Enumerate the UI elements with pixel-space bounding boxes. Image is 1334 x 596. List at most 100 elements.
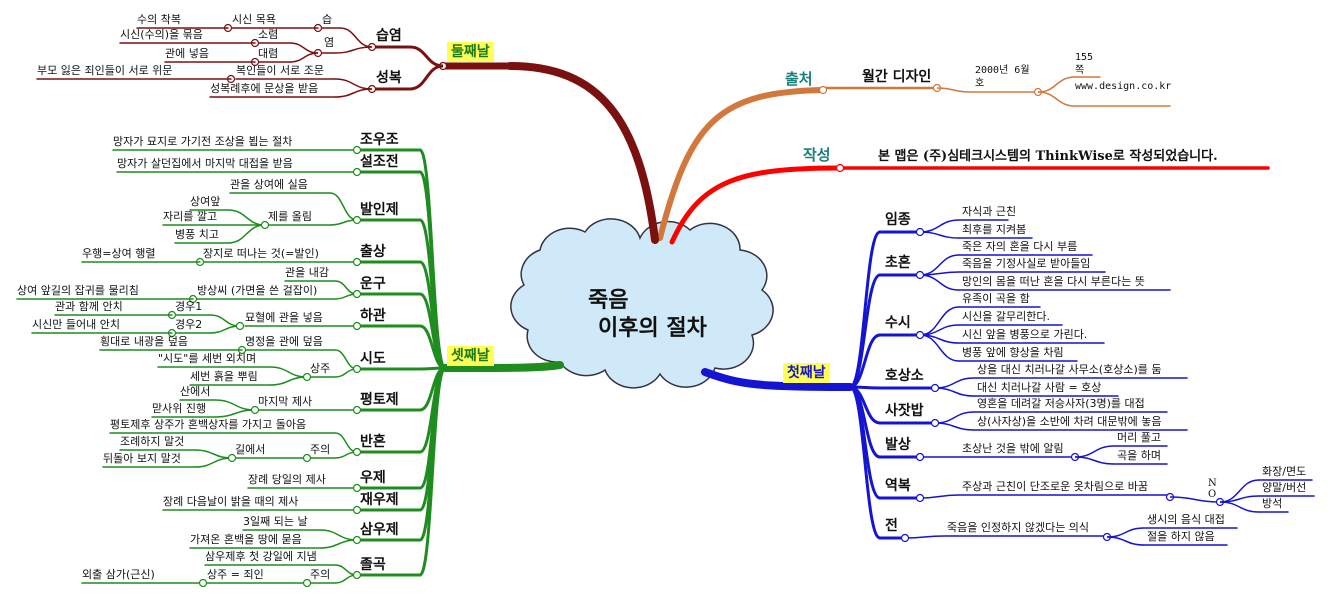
day1-label[interactable]: 첫째날 <box>783 363 830 383</box>
topic-label[interactable]: 졸곡 <box>360 557 386 573</box>
node-label[interactable]: 절을 하지 않음 <box>1147 530 1215 543</box>
node-label[interactable]: 염 <box>324 36 335 49</box>
node-label[interactable]: 수의 착복 <box>137 13 181 26</box>
node-label[interactable]: 병풍 치고 <box>175 228 219 241</box>
topic-label[interactable]: 평토제 <box>360 392 399 408</box>
node-label[interactable]: 부모 잃은 죄인들이 서로 위문 <box>37 64 173 77</box>
author-note[interactable]: 본 맵은 (주)심테크시스템의 ThinkWise로 작성되었습니다. <box>878 149 1218 164</box>
node-label[interactable]: 상주 = 죄인 <box>207 568 264 581</box>
topic-label[interactable]: 시도 <box>360 351 386 367</box>
node-label[interactable]: 경우2 <box>175 318 203 331</box>
day3-label[interactable]: 셋째날 <box>447 346 494 366</box>
node-label[interactable]: 망인의 몸을 떠난 혼을 다시 부른다는 뜻 <box>962 275 1145 288</box>
node-label[interactable]: 평토제후 상주가 혼백상자를 가지고 돌아옴 <box>110 418 307 431</box>
node-label[interactable]: 초상난 것을 밖에 알림 <box>962 442 1064 455</box>
node-label[interactable]: 삼우제후 첫 강일에 지냄 <box>205 550 317 563</box>
source-issue[interactable]: 2000년 6월 호 <box>975 65 1030 89</box>
topic-label[interactable]: 초혼 <box>885 255 911 271</box>
node-label[interactable]: 시신 목욕 <box>232 13 276 26</box>
topic-label[interactable]: 습염 <box>376 28 402 44</box>
node-label[interactable]: 시신을 갈무리한다. <box>962 310 1050 323</box>
node-label[interactable]: 길에서 <box>235 443 266 456</box>
node-label[interactable]: 가져온 혼백을 땅에 묻음 <box>190 533 302 546</box>
topic-label[interactable]: 하관 <box>360 308 386 324</box>
topic-label[interactable]: 전 <box>885 518 898 534</box>
topic-label[interactable]: 호상소 <box>885 368 924 384</box>
node-label[interactable]: 소렴 <box>258 28 279 41</box>
node-label[interactable]: 대신 치러나갈 사람 = 호상 <box>977 381 1102 394</box>
node-label[interactable]: 상여 앞길의 잡귀를 물리침 <box>17 284 139 297</box>
node-label[interactable]: 방석 <box>1262 497 1283 510</box>
node-label[interactable]: 복인들이 서로 조문 <box>236 64 324 77</box>
node-label[interactable]: 관에 넣음 <box>165 47 209 60</box>
topic-label[interactable]: 조우조 <box>360 132 399 148</box>
node-label[interactable]: 최후를 지켜봄 <box>962 223 1027 236</box>
topic-label[interactable]: 역복 <box>885 478 911 494</box>
topic-label[interactable]: 성복 <box>376 70 402 86</box>
day2-label[interactable]: 둘째날 <box>447 42 494 62</box>
node-label[interactable]: 관을 상여에 실음 <box>230 178 308 191</box>
topic-label[interactable]: 반혼 <box>360 434 386 450</box>
node-label[interactable]: 우행=상여 행렬 <box>82 247 156 260</box>
topic-label[interactable]: 발인제 <box>360 202 399 218</box>
node-label[interactable]: 세번 흙을 뿌림 <box>190 370 258 383</box>
node-label[interactable]: 상(사자상)을 소반에 차려 대문밖에 놓음 <box>977 415 1162 428</box>
node-label[interactable]: 죽음을 기정사실로 받아들임 <box>962 257 1091 270</box>
node-label[interactable]: 머리 풀고 <box>1117 431 1161 444</box>
topic-label[interactable]: 재우제 <box>360 492 399 508</box>
node-label[interactable]: 횡대로 내광을 덮음 <box>100 335 188 348</box>
source-page[interactable]: 155 쪽 <box>1075 52 1094 76</box>
node-label[interactable]: 병풍 앞에 향상을 차림 <box>962 346 1064 359</box>
node-label[interactable]: 곡을 하며 <box>1117 449 1161 462</box>
topic-label[interactable]: 임종 <box>885 212 911 228</box>
node-label[interactable]: 죽음을 인정하지 않겠다는 의식 <box>947 521 1090 534</box>
node-label[interactable]: 명정을 관에 덮음 <box>245 335 323 348</box>
node-label[interactable]: 상여앞 <box>190 195 221 208</box>
node-label[interactable]: 시신(수의)을 묶음 <box>120 28 203 41</box>
source-magazine[interactable]: 월간 디자인 <box>862 69 932 85</box>
node-label[interactable]: 영혼을 데려갈 저승사자(3명)를 대접 <box>977 397 1145 410</box>
node-label[interactable]: 경우1 <box>175 300 203 313</box>
topic-label[interactable]: 출상 <box>360 244 386 260</box>
author-label[interactable]: 작성 <box>803 146 831 164</box>
node-label[interactable]: 관을 내감 <box>285 266 329 279</box>
node-label[interactable]: 자리를 깔고 <box>163 210 218 223</box>
node-label[interactable]: 제를 올림 <box>268 210 312 223</box>
node-label[interactable]: 시신 앞을 병풍으로 가린다. <box>962 328 1088 341</box>
topic-label[interactable]: 발상 <box>885 437 911 453</box>
node-label[interactable]: 양말/버선 <box>1262 481 1307 494</box>
topic-label[interactable]: 운구 <box>360 276 386 292</box>
topic-label[interactable]: 설조전 <box>360 154 399 170</box>
source-url[interactable]: www.design.co.kr <box>1075 81 1172 92</box>
node-label[interactable]: 성복례후에 문상을 받음 <box>210 82 319 95</box>
node-label[interactable]: 산에서 <box>180 385 211 398</box>
node-label[interactable]: 방상씨 (가면을 쓴 걸잡이) <box>197 284 318 297</box>
node-label[interactable]: 유족이 곡을 함 <box>962 292 1030 305</box>
node-label[interactable]: "시도"를 세번 외치며 <box>158 352 257 365</box>
node-label[interactable]: 3일째 되는 날 <box>243 515 308 528</box>
node-label[interactable]: 장례 다음날이 밝을 때의 제사 <box>163 495 299 508</box>
node-label[interactable]: 화장/면도 <box>1262 465 1307 478</box>
node-label[interactable]: 상을 대신 치러나갈 사무소(호상소)를 둠 <box>977 363 1162 376</box>
node-label[interactable]: 시신만 들어내 안치 <box>32 318 120 331</box>
node-label[interactable]: 조례하지 말것 <box>120 435 185 448</box>
node-label[interactable]: 마지막 제사 <box>258 395 313 408</box>
topic-label[interactable]: 우제 <box>360 470 386 486</box>
node-label[interactable]: 망자가 살던집에서 마지막 대접을 받음 <box>117 157 293 170</box>
topic-label[interactable]: 사잣밥 <box>885 403 924 419</box>
topic-label[interactable]: 수시 <box>885 315 911 331</box>
node-label[interactable]: 맏사위 진행 <box>152 402 207 415</box>
node-label[interactable]: 자식과 근친 <box>962 205 1017 218</box>
node-label[interactable]: 대렴 <box>258 47 279 60</box>
no-label[interactable]: NO <box>1208 478 1217 500</box>
node-label[interactable]: 죽은 자의 혼을 다시 부름 <box>962 240 1078 253</box>
topic-label[interactable]: 삼우제 <box>360 522 399 538</box>
node-label[interactable]: 습 <box>322 13 333 26</box>
node-label[interactable]: 외출 삼가(근신) <box>82 568 155 581</box>
node-label[interactable]: 주의 <box>310 568 331 581</box>
node-label[interactable]: 생시의 음식 대접 <box>1147 513 1225 526</box>
node-label[interactable]: 장지로 떠나는 것(=발인) <box>203 247 319 260</box>
node-label[interactable]: 장례 당일의 제사 <box>248 473 326 486</box>
source-label[interactable]: 출처 <box>785 70 813 88</box>
node-label[interactable]: 주상과 근친이 단조로운 옷차림으로 바꿈 <box>962 480 1149 493</box>
